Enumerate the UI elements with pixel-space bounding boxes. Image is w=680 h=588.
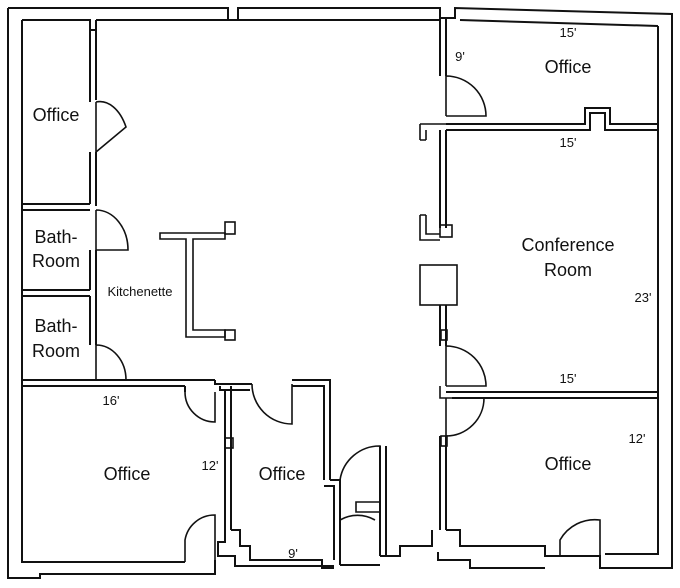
door-bath-2 — [95, 344, 127, 381]
room-label-office-top-right: Office — [545, 57, 592, 77]
left-rooms-walls — [22, 30, 185, 387]
room-label-bath-2-line-1: Bath- — [34, 316, 77, 336]
door-bottom-right-office — [445, 397, 485, 437]
dimension-conference-width: 15' — [560, 135, 577, 150]
interior-walls-right — [380, 18, 658, 569]
room-label-office-bottom-middle: Office — [259, 464, 306, 484]
room-label-kitchenette: Kitchenette — [107, 284, 172, 299]
kitchenette-counter — [159, 221, 236, 341]
door-swings — [95, 75, 601, 562]
door-closet — [339, 445, 381, 481]
door-conference — [445, 345, 487, 387]
dimension-top-right-depth: 9' — [455, 49, 465, 64]
room-labels: Office Office Bath- Room Bath- Room Kitc… — [32, 57, 615, 484]
room-label-office-bottom-right: Office — [545, 454, 592, 474]
dimension-bottom-middle-depth: 12' — [202, 458, 219, 473]
room-label-bath-2-line-2: Room — [32, 341, 80, 361]
door-top-right-office — [445, 75, 487, 117]
door-bottom-middle-exterior — [339, 514, 376, 560]
dimension-bottom-right-width: 15' — [560, 371, 577, 386]
dimension-conference-depth: 23' — [635, 290, 652, 305]
room-label-office-left: Office — [33, 105, 80, 125]
dimension-labels: 15' 9' 15' 23' 15' 12' 16' 12' 9' — [103, 25, 652, 561]
door-bottom-left-office — [184, 391, 216, 423]
room-label-office-bottom-left: Office — [104, 464, 151, 484]
dimension-bottom-right-depth: 12' — [629, 431, 646, 446]
dimension-bottom-middle-width: 9' — [288, 546, 298, 561]
room-label-bath-1-line-1: Bath- — [34, 227, 77, 247]
door-bath-1 — [95, 209, 129, 251]
door-left-office — [95, 100, 127, 153]
door-bottom-right-exterior — [559, 518, 601, 556]
door-bottom-left-exterior — [184, 514, 216, 562]
dimension-bottom-left-width: 16' — [103, 393, 120, 408]
room-label-conference-line-1: Conference — [521, 235, 614, 255]
exterior-walls — [7, 6, 673, 579]
room-label-bath-1-line-2: Room — [32, 251, 80, 271]
door-bottom-middle-office — [251, 383, 293, 425]
bottom-offices-walls — [184, 379, 387, 569]
room-label-conference-line-2: Room — [544, 260, 592, 280]
dimension-top-right-width: 15' — [560, 25, 577, 40]
